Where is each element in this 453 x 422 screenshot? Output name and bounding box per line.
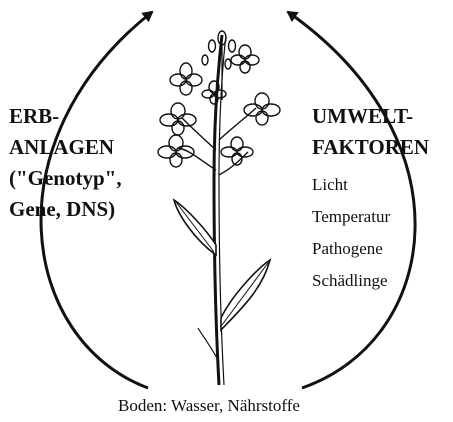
right-item-temperatur: Temperatur [312, 208, 390, 225]
left-label-line-2: ANLAGEN [9, 137, 114, 158]
left-label-line-4: Gene, DNS) [9, 199, 115, 220]
bottom-label: Boden: Wasser, Nährstoffe [118, 397, 300, 414]
plant-icon [158, 31, 280, 385]
right-item-schaedlinge: Schädlinge [312, 272, 388, 289]
left-label-line-3: ("Genotyp", [9, 168, 122, 189]
right-curved-arrow [288, 12, 415, 388]
right-item-licht: Licht [312, 176, 348, 193]
right-item-pathogene: Pathogene [312, 240, 383, 257]
left-label-line-1: ERB- [9, 106, 59, 127]
right-heading-line-2: FAKTOREN [312, 137, 429, 158]
right-heading-line-1: UMWELT- [312, 106, 413, 127]
